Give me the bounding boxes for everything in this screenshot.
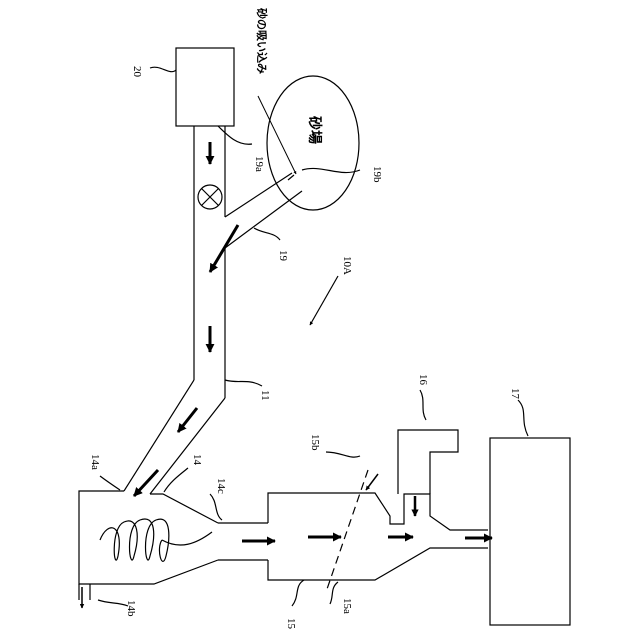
flow-arrows	[82, 96, 492, 608]
label-16: 16	[417, 374, 429, 386]
label-15: 15	[285, 618, 297, 630]
label-14a: 14a	[89, 454, 101, 470]
label-14: 14	[191, 454, 203, 466]
leader-14a	[100, 476, 120, 490]
label-11: 11	[259, 390, 271, 401]
coil	[100, 519, 169, 561]
leader-15	[292, 580, 304, 606]
hopper-14	[79, 491, 218, 584]
leader-14b	[98, 600, 128, 606]
leader-19	[254, 228, 280, 240]
label-19: 19	[277, 250, 289, 262]
branch-19-lower-wall	[225, 191, 302, 248]
label-15a: 15a	[341, 598, 353, 614]
label-15b: 15b	[309, 434, 321, 451]
leader-20	[150, 67, 176, 72]
chamber-15	[268, 493, 488, 580]
label-19a: 19a	[253, 156, 265, 172]
leader-16	[420, 390, 426, 420]
box-16	[398, 430, 458, 494]
leader-15a	[330, 582, 338, 604]
leader-11	[225, 380, 262, 386]
label-sand-field: 砂場	[306, 115, 323, 144]
branch-19-upper-wall	[225, 173, 292, 217]
label-20: 20	[131, 66, 143, 78]
pipe-11-diagonal-right-wall	[150, 398, 225, 494]
box-17	[490, 438, 570, 625]
divider-15a	[326, 470, 368, 592]
box-20	[176, 48, 234, 126]
leader-19a	[218, 126, 252, 144]
label-17: 17	[509, 388, 521, 400]
label-10A: 10A	[341, 256, 353, 275]
valve-x	[202, 189, 219, 206]
leader-19b	[302, 168, 360, 172]
coil-leader	[162, 532, 212, 545]
leader-15b	[326, 452, 360, 457]
leader-14c	[210, 494, 222, 520]
label-19b: 19b	[371, 166, 383, 183]
label-sand-suction: 砂の吸い込み	[255, 8, 269, 74]
leader-17	[518, 400, 528, 436]
label-14c: 14c	[215, 478, 227, 494]
outlet-14b	[79, 584, 90, 600]
pipe-11-diagonal-left-wall	[124, 380, 194, 491]
label-14b: 14b	[125, 600, 137, 617]
